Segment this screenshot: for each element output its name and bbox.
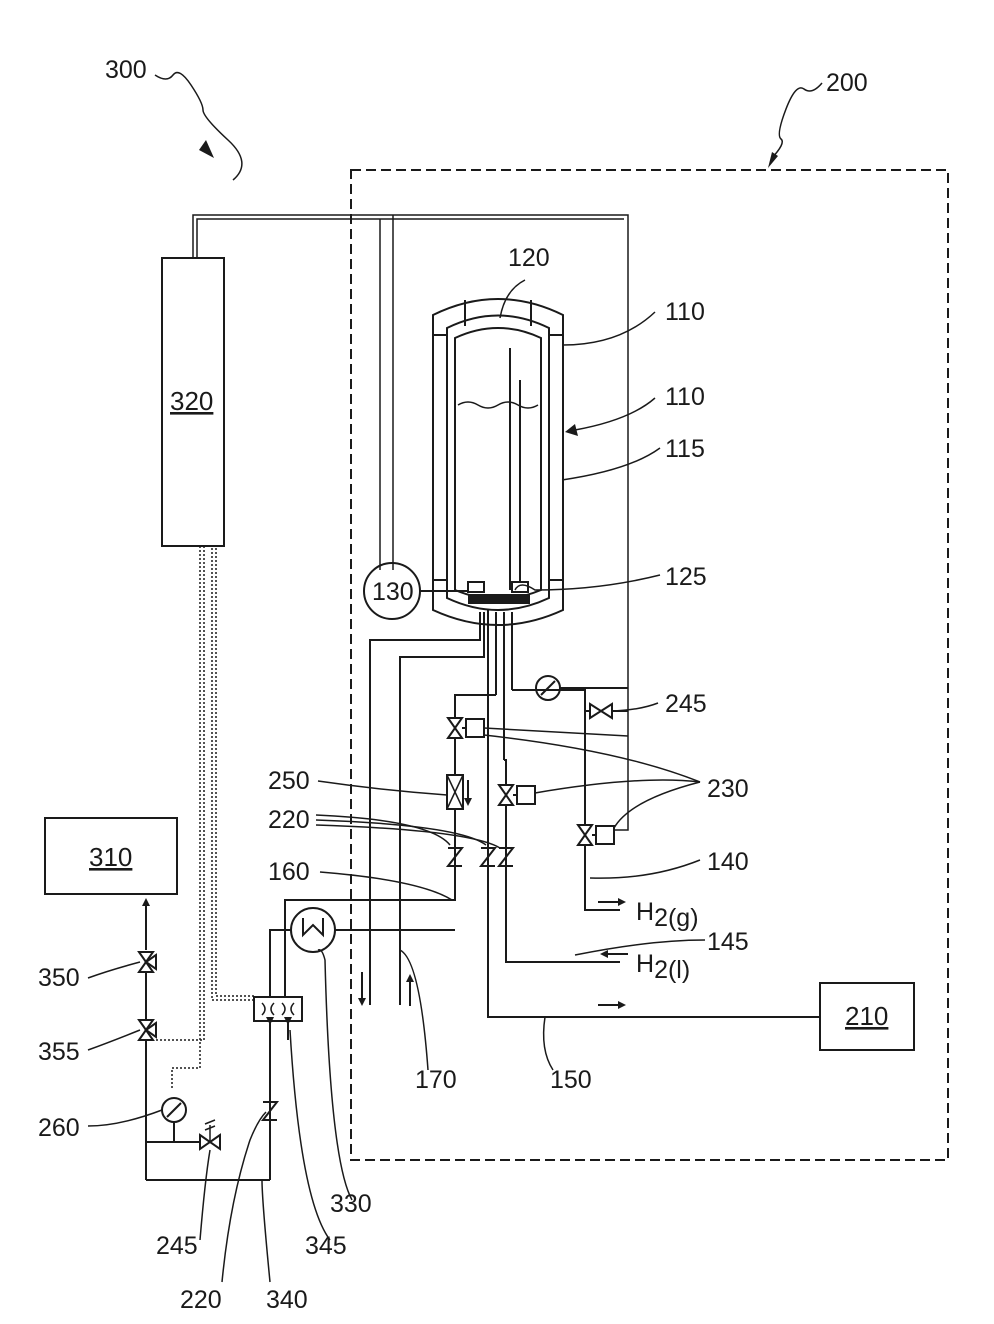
label-220-mid: 220 (268, 806, 310, 834)
label-h2-gas: H2(g) (636, 898, 699, 932)
label-160: 160 (268, 858, 310, 886)
label-140: 140 (707, 848, 749, 876)
label-130: 130 (372, 578, 414, 606)
left-supply-piping (45, 818, 277, 1180)
label-200: 200 (826, 69, 868, 97)
label-245-top: 245 (665, 690, 707, 718)
leader-lines (88, 73, 822, 1282)
label-345: 345 (305, 1232, 347, 1260)
label-330: 330 (330, 1190, 372, 1218)
label-125: 125 (665, 563, 707, 591)
label-150: 150 (550, 1066, 592, 1094)
label-230: 230 (707, 775, 749, 803)
storage-vessel (433, 299, 563, 625)
label-355: 355 (38, 1038, 80, 1066)
label-110-top: 110 (665, 298, 705, 326)
label-320: 320 (170, 386, 213, 416)
label-170: 170 (415, 1066, 457, 1094)
check-valve-220-left (448, 845, 462, 870)
label-h2-liquid: H2(l) (636, 950, 690, 984)
label-350: 350 (38, 964, 80, 992)
label-310: 310 (89, 842, 132, 872)
label-340: 340 (266, 1286, 308, 1314)
flow-arrows (358, 898, 628, 1009)
label-110-mid: 110 (665, 383, 705, 411)
label-300: 300 (105, 56, 147, 84)
label-220-bottom: 220 (180, 1286, 222, 1314)
label-245-bottom: 245 (156, 1232, 198, 1260)
reference-labels: 300 200 120 110 110 115 125 130 320 310 … (38, 56, 888, 1314)
label-260: 260 (38, 1114, 80, 1142)
label-250: 250 (268, 767, 310, 795)
label-210: 210 (845, 1001, 888, 1031)
component-320 (155, 258, 224, 1090)
label-115: 115 (665, 435, 705, 463)
label-145: 145 (707, 928, 749, 956)
label-120: 120 (508, 244, 550, 272)
